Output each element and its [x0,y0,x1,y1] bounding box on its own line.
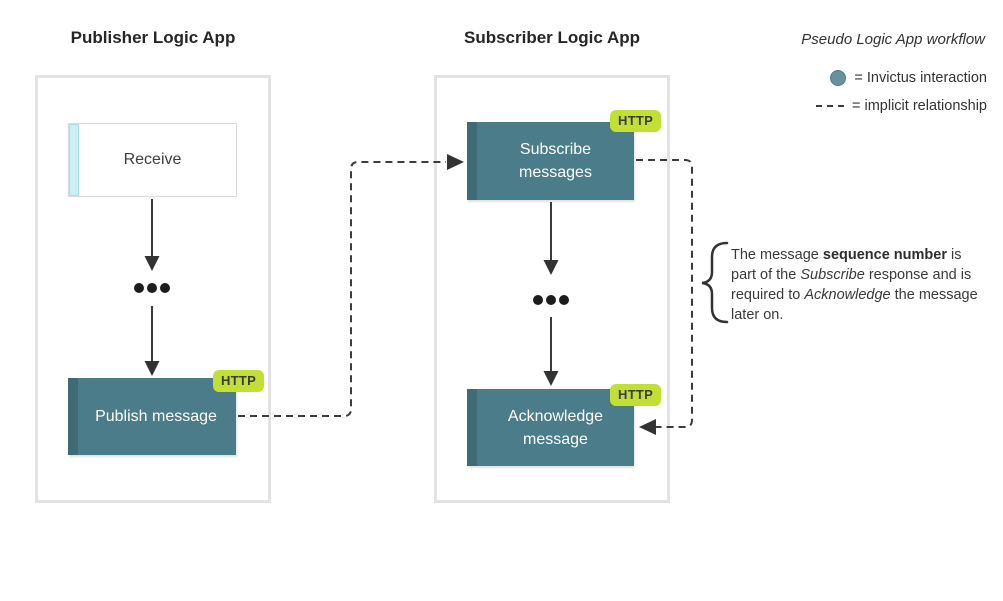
sequence-number-annotation: The message sequence number is part of t… [731,247,978,323]
publish-message-step: Publish message [68,378,236,455]
publish-http-badge: HTTP [213,370,265,392]
legend-invictus-label: = Invictus interaction [854,70,987,86]
subscribe-step-label: Subscribe messages [519,141,592,181]
receive-step-label: Receive [123,151,182,168]
annotation-curly-brace [701,241,729,324]
subscriber-panel-title: Subscriber Logic App [463,28,640,47]
subscribe-accent-bar [467,122,477,200]
legend-item-implicit: = implicit relationship [816,98,987,114]
acknowledge-step-label: Acknowledge message [507,407,604,448]
acknowledge-message-step: Acknowledge message [467,389,634,466]
publish-step-label: Publish message [95,408,217,425]
receive-step: Receive [68,123,237,197]
receive-accent-bar [69,124,79,196]
legend-item-invictus: = Invictus interaction [830,70,987,86]
acknowledge-accent-bar [467,389,477,466]
legend-implicit-label: = implicit relationship [852,98,987,114]
publish-to-subscribe-dashed-connector [238,154,464,417]
subscribe-messages-step: Subscribe messages [467,122,634,200]
subscribe-http-badge: HTTP [610,110,662,132]
legend-title: Pseudo Logic App workflow [801,31,985,48]
publish-accent-bar [68,378,78,455]
acknowledge-http-badge: HTTP [610,384,662,406]
invictus-interaction-dot-icon [830,70,847,86]
dashed-line-sample-icon [816,105,844,107]
publisher-panel-title: Publisher Logic App [70,28,236,47]
